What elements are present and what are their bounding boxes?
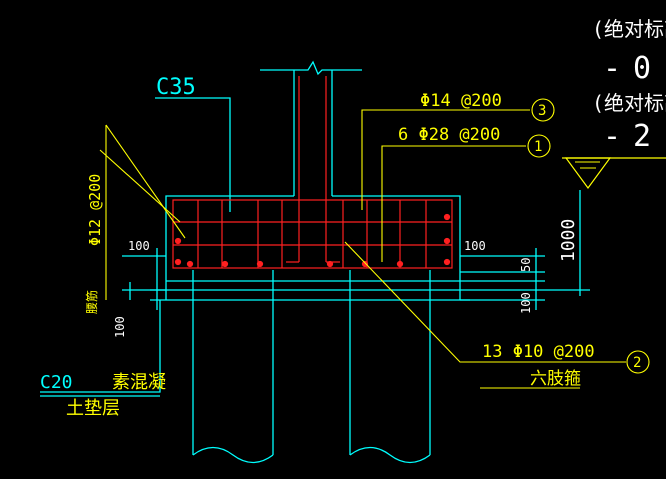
- rebar-dot: [396, 260, 404, 268]
- rebar-side-leader-1: [99, 149, 181, 223]
- reinforcement-cage: [172, 199, 453, 269]
- rebar-dot: [221, 260, 229, 268]
- rebar-side-leader-2: [105, 124, 186, 239]
- rebar-stirrup-leader: [344, 241, 626, 363]
- text-labels: C35 C20 素混凝 土垫层 (绝对标高15 -0.2 (绝对标高13 -2.…: [40, 17, 666, 419]
- cap-outline: [165, 195, 294, 300]
- rebar-main-leader: [381, 145, 526, 262]
- elevation-marker: [562, 157, 666, 190]
- elevation-value-1: -0.2: [603, 51, 666, 86]
- dim-100-bottom-right: 100: [519, 292, 533, 314]
- dim-100-left: 100: [128, 239, 150, 253]
- elevation-label-2: (绝对标高13: [592, 91, 666, 115]
- reinforcement: [172, 76, 453, 269]
- rebar-dot: [443, 258, 451, 266]
- rebar-dot: [443, 237, 451, 245]
- rebar-top-leader: [361, 109, 530, 210]
- plain-concrete-label: 素混凝: [112, 372, 166, 393]
- rebar-main-label: 6 Φ28 @200: [398, 125, 500, 145]
- rebar-dot: [443, 213, 451, 221]
- dim-100-bottom-left: 100: [113, 316, 127, 338]
- callout-circle-1: [527, 134, 551, 158]
- structure-outline: [40, 60, 590, 464]
- cap-outline-right: [332, 195, 461, 300]
- c35-label: C35: [156, 75, 196, 100]
- dim-1000: 1000: [558, 219, 579, 262]
- rebar-stirrup-label: 13 Φ10 @200: [482, 342, 595, 362]
- rebar-dot: [256, 260, 264, 268]
- rebar-side-label: Φ12 @200: [86, 174, 104, 246]
- dim-50: 50: [519, 258, 533, 272]
- rebar-dot: [186, 260, 194, 268]
- elevation-label-1: (绝对标高15: [592, 17, 666, 41]
- rebar-dot: [361, 260, 369, 268]
- pile-right-break: [349, 446, 431, 464]
- c20-leader: [40, 300, 161, 393]
- callout-3-number: 3: [538, 103, 546, 119]
- cushion-label: 土垫层: [66, 398, 120, 419]
- callout-circle-3: [531, 98, 555, 122]
- pile-left-break: [192, 446, 274, 464]
- side-note-label: 腰筋: [84, 290, 99, 314]
- callout-2-number: 2: [633, 355, 641, 371]
- rebar-dot: [174, 258, 182, 266]
- rebar-top-label: Φ14 @200: [420, 91, 502, 111]
- c35-leader: [155, 97, 231, 212]
- rebar-dot: [326, 260, 334, 268]
- rebar-dot: [174, 237, 182, 245]
- column-outline: [260, 60, 362, 76]
- c20-label: C20: [40, 372, 73, 393]
- elevation-value-2: -2.6: [603, 119, 666, 154]
- callout-1-number: 1: [534, 139, 542, 155]
- elevation-marker-triangle: [564, 157, 612, 190]
- dim-100-right: 100: [464, 239, 486, 253]
- stirrup-type-label: 六肢箍: [530, 369, 581, 389]
- callout-circle-2: [626, 350, 650, 374]
- annotation-leaders: [99, 98, 650, 389]
